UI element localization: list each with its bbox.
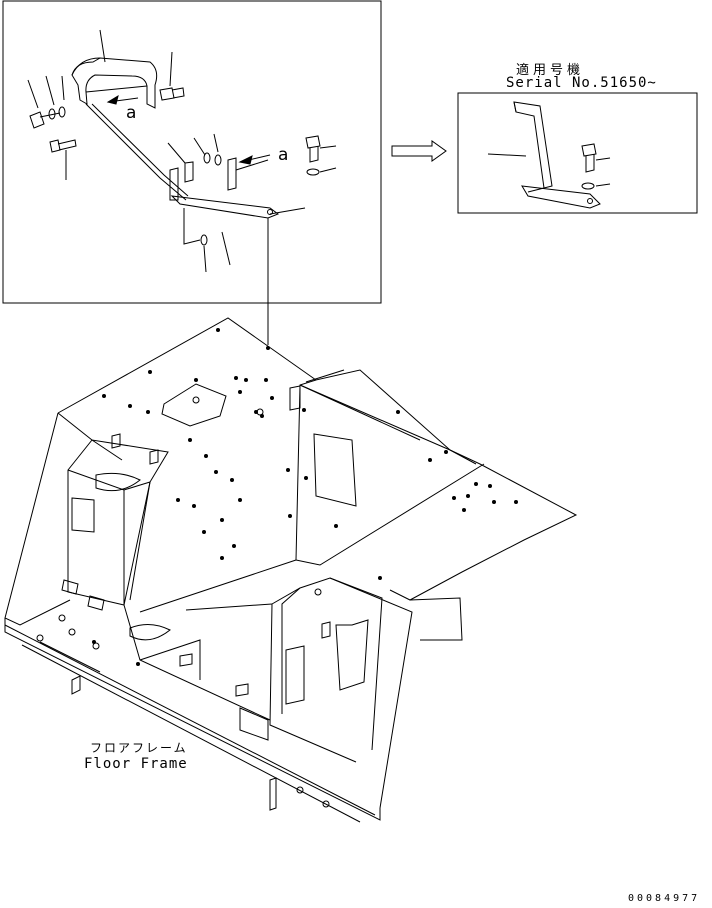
new-bracket-detail bbox=[487, 101, 611, 209]
applicability-box-frame bbox=[457, 92, 698, 214]
arrow-a-upper bbox=[106, 94, 119, 105]
bracket-assembly-detail bbox=[27, 29, 337, 273]
detail-box-frame bbox=[2, 0, 382, 304]
deck-hatch-left bbox=[161, 383, 227, 427]
washer-mid-2 bbox=[214, 154, 222, 166]
bolt-detail-right bbox=[305, 135, 321, 163]
floor-frame-label-jp: フロアフレーム bbox=[90, 741, 188, 755]
floor-frame-drawing bbox=[4, 317, 578, 823]
nut-left bbox=[58, 106, 66, 118]
bolt-lower-left bbox=[49, 139, 77, 153]
nut-lower-bracket bbox=[200, 234, 208, 246]
floor-frame-label-en: Floor Frame bbox=[84, 756, 188, 772]
callout-a-lower: a bbox=[278, 145, 289, 165]
bolt-left bbox=[29, 111, 61, 129]
washer-mid-1 bbox=[203, 152, 211, 164]
drawing-number: 00084977 bbox=[628, 893, 701, 904]
bolt-new bbox=[581, 143, 597, 173]
washer-new bbox=[581, 182, 595, 190]
mounting-holes bbox=[36, 328, 518, 808]
washer-left bbox=[48, 108, 56, 120]
deck-hatch-right bbox=[313, 433, 357, 507]
applicability-heading: 適用号機 bbox=[516, 63, 585, 78]
washer-detail-right bbox=[306, 168, 320, 176]
arrow-to-serial-box bbox=[391, 140, 447, 162]
bolt-upper-right bbox=[159, 87, 185, 101]
arrow-a-lower bbox=[238, 155, 253, 165]
serial-number-label: Serial No.51650~ bbox=[506, 75, 657, 91]
callout-a-upper: a bbox=[126, 103, 137, 123]
